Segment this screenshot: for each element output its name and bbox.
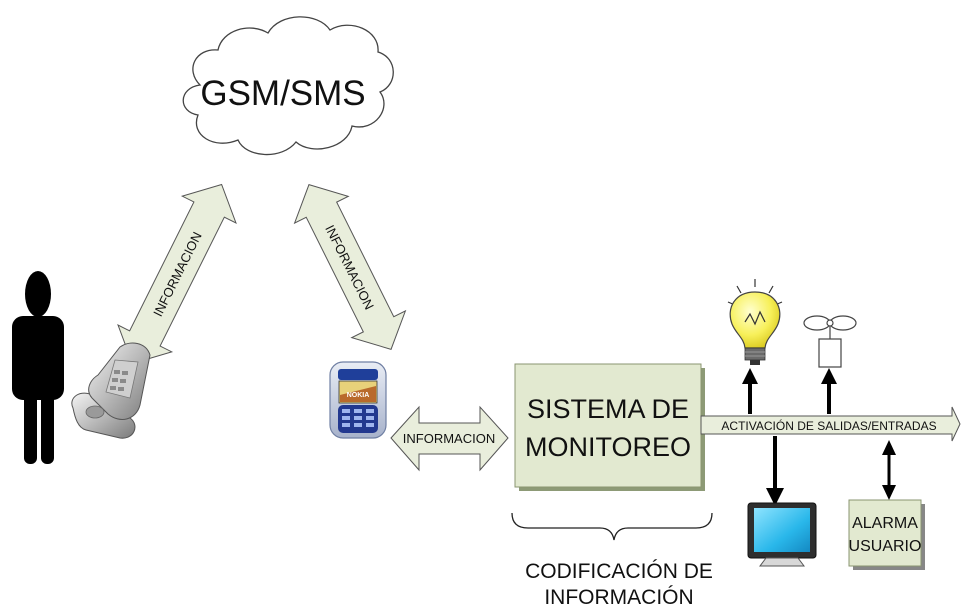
flip-phone-icon xyxy=(71,342,151,439)
arrow-to-bulb-head xyxy=(742,368,758,384)
output-arrows xyxy=(742,368,896,506)
encoding-caption-line1: CODIFICACIÓN DE xyxy=(525,560,713,583)
arrow-to-fan-head xyxy=(821,368,837,384)
phone-brand-label: NOKIA xyxy=(347,392,370,399)
light-bulb-icon xyxy=(727,279,783,365)
alarm-label-line1: ALARMA xyxy=(852,515,918,532)
encoding-caption-line2: INFORMACIÓN xyxy=(544,586,693,609)
arrow-alarm-head-up xyxy=(882,440,896,455)
info-arrow-label: INFORMACION xyxy=(403,431,495,446)
monitor-icon xyxy=(747,502,817,567)
system-label-line2: MONITOREO xyxy=(525,432,691,462)
alarm-box: ALARMA USUARIO xyxy=(848,499,925,570)
system-label-line1: SISTEMA DE xyxy=(527,394,689,424)
arrow-alarm-head-down xyxy=(882,485,896,500)
gsm-sms-cloud: GSM/SMS xyxy=(182,16,394,156)
encoding-brace xyxy=(511,512,713,541)
info-arrow-device-system: INFORMACION xyxy=(390,405,509,472)
arrow-to-monitor-head xyxy=(766,488,784,506)
person-icon xyxy=(12,271,64,464)
fan-icon xyxy=(803,315,857,368)
nokia-phone-icon: NOKIA xyxy=(329,361,387,439)
alarm-label-line2: USUARIO xyxy=(849,538,922,555)
cloud-label: GSM/SMS xyxy=(200,74,365,113)
io-bus-label: ACTIVACIÓN DE SALIDAS/ENTRADAS xyxy=(721,418,936,433)
io-bus-arrow: ACTIVACIÓN DE SALIDAS/ENTRADAS xyxy=(700,406,961,442)
monitoring-system-box: SISTEMA DE MONITOREO xyxy=(514,363,705,491)
info-arrow-network-device: INFORMACION xyxy=(293,184,407,350)
